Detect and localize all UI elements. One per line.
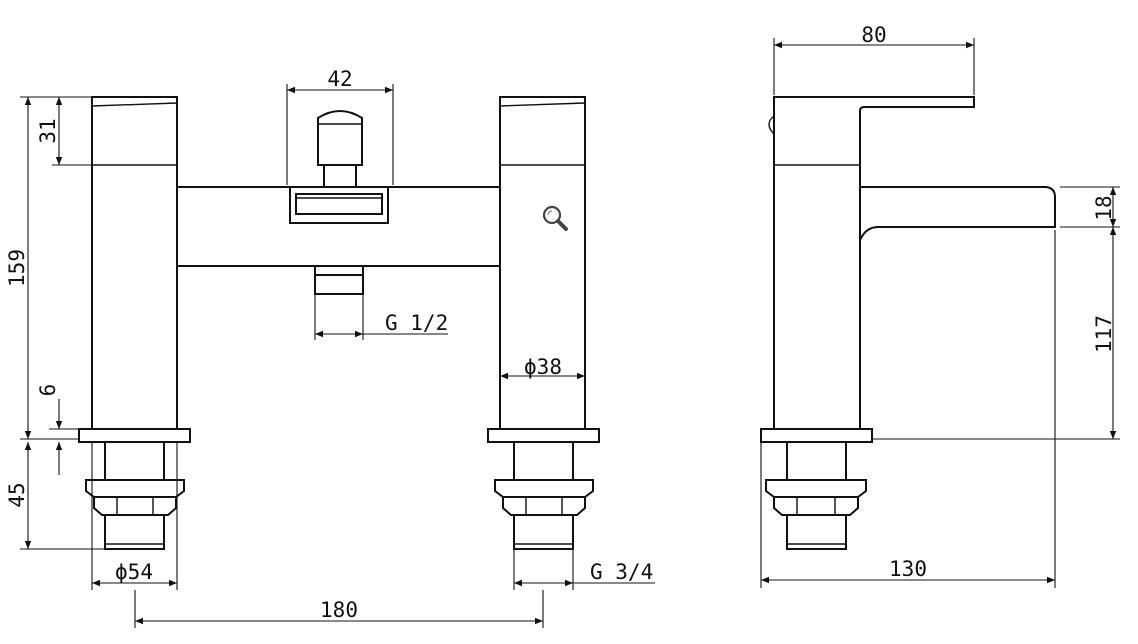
dim-label-dia-38: ϕ38 xyxy=(524,355,562,379)
dim-tail-length: 45 xyxy=(5,442,104,550)
bridge-body xyxy=(177,186,500,267)
dim-total-height: 159 xyxy=(5,96,92,440)
dim-cap-height: 31 xyxy=(36,97,92,166)
dim-label-130: 130 xyxy=(889,557,927,581)
dim-spout-height: 18 xyxy=(1060,186,1120,228)
dim-label-45: 45 xyxy=(5,482,29,507)
dim-label-31: 31 xyxy=(36,118,60,143)
dim-label-180: 180 xyxy=(320,598,358,622)
dim-label-dia-54: ϕ54 xyxy=(115,560,153,584)
outlet-connector xyxy=(314,265,364,295)
dim-label-g-half: G 1/2 xyxy=(385,311,448,335)
dim-base-diameter: ϕ54 xyxy=(91,442,178,590)
dim-spout-width: 42 xyxy=(286,67,394,185)
dim-centres: 180 xyxy=(134,590,544,628)
dim-label-g-three-quarter: G 3/4 xyxy=(590,560,653,584)
dim-label-159: 159 xyxy=(5,249,29,287)
dim-body-diameter: ϕ38 xyxy=(500,355,585,380)
dim-inlet-thread: G 3/4 xyxy=(513,549,655,590)
diverter-knob xyxy=(317,110,363,188)
front-view xyxy=(78,96,600,550)
dim-label-42: 42 xyxy=(327,67,352,91)
dim-handle-length: 80 xyxy=(773,23,975,95)
dim-label-18: 18 xyxy=(1092,195,1116,220)
magnifier-icon[interactable] xyxy=(538,202,572,236)
dim-label-117: 117 xyxy=(1092,315,1116,353)
dim-label-80: 80 xyxy=(861,23,886,47)
dim-label-6: 6 xyxy=(36,384,60,397)
dim-projection: 130 xyxy=(760,230,1056,588)
right-pillar xyxy=(487,96,600,550)
dim-outlet-thread: G 1/2 xyxy=(314,294,448,340)
side-view xyxy=(760,96,1056,550)
dim-spout-clearance: 117 xyxy=(872,227,1120,440)
dim-plate-thickness: 6 xyxy=(36,384,79,475)
left-pillar xyxy=(78,96,191,550)
